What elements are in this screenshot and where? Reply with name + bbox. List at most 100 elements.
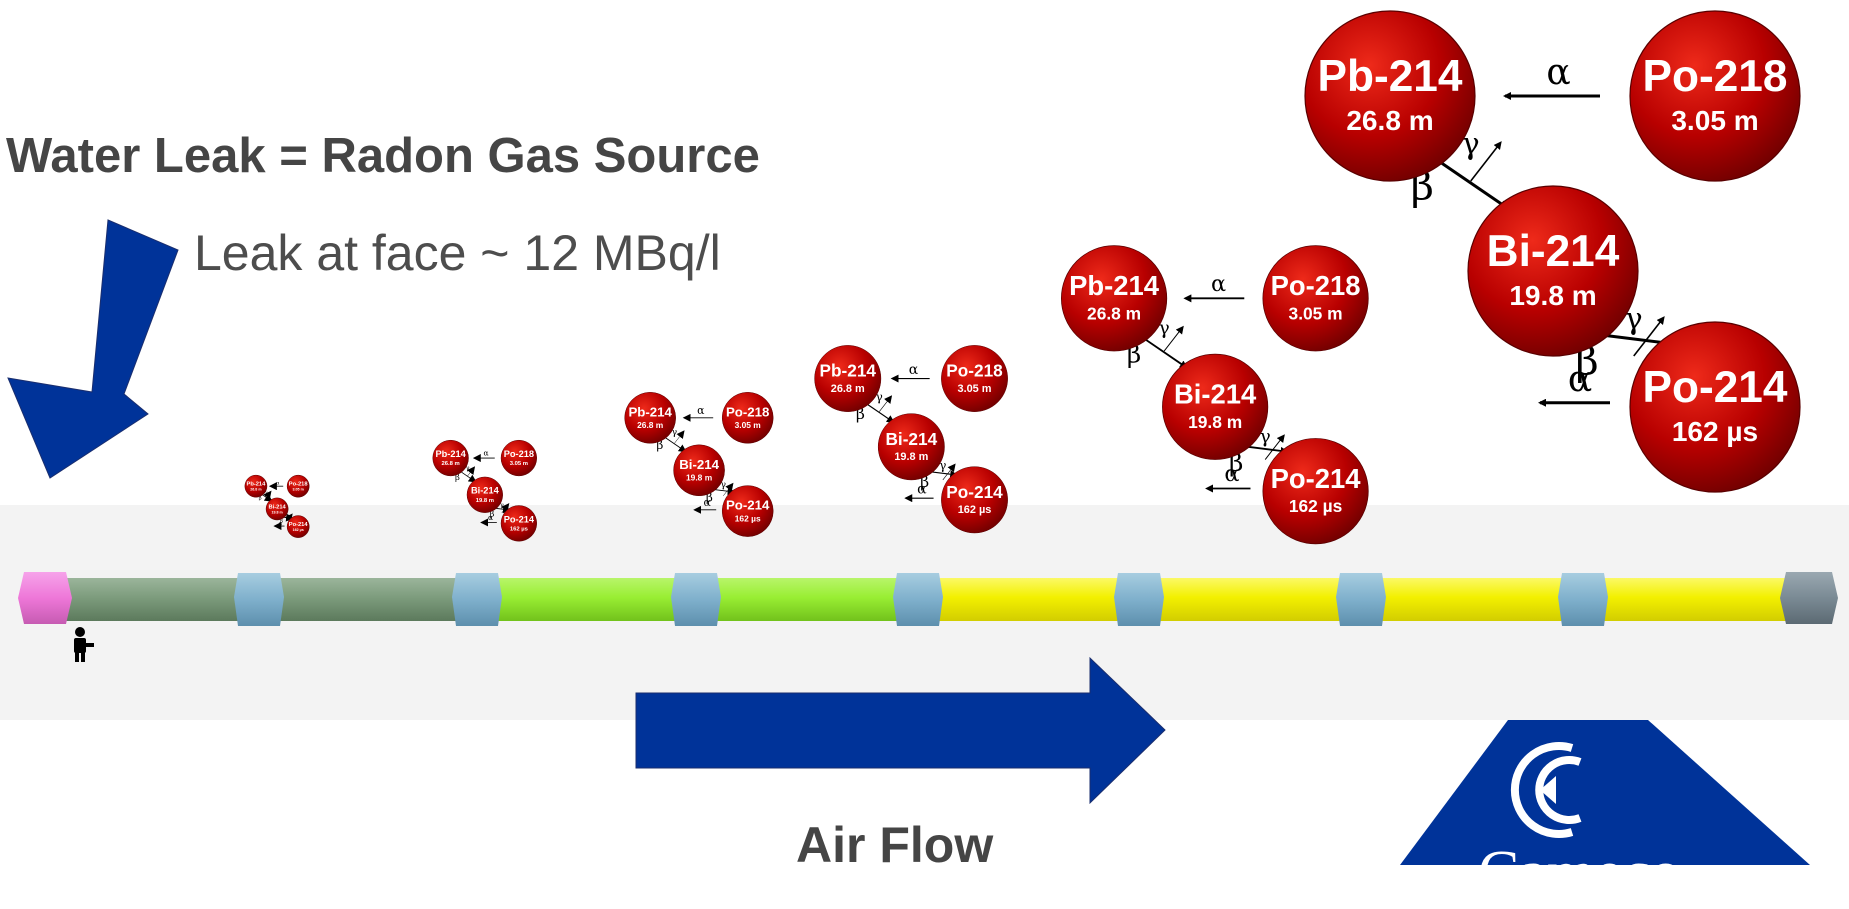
nuclide-halflife: 19.8 m bbox=[1188, 412, 1242, 432]
beta-symbol: β bbox=[656, 438, 663, 452]
alpha-symbol: α bbox=[909, 362, 919, 378]
gamma-symbol: γ bbox=[1159, 318, 1170, 339]
gamma-symbol: γ bbox=[286, 512, 289, 517]
nuclide-halflife: 26.8 m bbox=[1087, 303, 1141, 323]
nuclide-name: Po-218 bbox=[946, 361, 1003, 381]
beta-arrow bbox=[1244, 445, 1289, 455]
nuclide-name: Po-214 bbox=[1271, 463, 1362, 494]
pipe-joint bbox=[1336, 573, 1386, 626]
gamma-arrow bbox=[1633, 316, 1665, 357]
alpha-symbol: α bbox=[488, 513, 493, 522]
nuclide-halflife: 19.8 m bbox=[476, 498, 494, 504]
nuclide-name: Pb-214 bbox=[1069, 270, 1160, 301]
beta-arrow bbox=[663, 436, 687, 453]
alpha-symbol: α bbox=[917, 481, 927, 497]
pipe-segment bbox=[1380, 578, 1565, 621]
pipe-joint bbox=[234, 573, 284, 626]
nuclide-po-218: Po-218 3.05 m bbox=[1629, 10, 1801, 182]
nuclide-name: Po-214 bbox=[726, 498, 770, 513]
leak-concentration-label: Leak at face ~ 12 MBq/l bbox=[194, 225, 721, 281]
nuclide-pb-214: Pb-214 26.8 m bbox=[1304, 10, 1476, 182]
nuclide-halflife: 162 µs bbox=[510, 527, 529, 533]
pipe-segment bbox=[50, 578, 250, 621]
gamma-symbol: γ bbox=[876, 390, 883, 404]
beta-symbol: β bbox=[280, 518, 283, 524]
nuclide-bi-214: Bi-214 19.8 m bbox=[466, 476, 503, 513]
page-title: Water Leak = Radon Gas Source bbox=[6, 129, 760, 183]
nuclide-halflife: 3.05 m bbox=[1289, 303, 1343, 323]
nuclide-halflife: 3.05 m bbox=[1671, 105, 1758, 136]
gamma-arrow bbox=[263, 490, 272, 500]
gamma-arrow bbox=[284, 513, 293, 523]
nuclide-name: Pb-214 bbox=[1318, 52, 1463, 101]
gamma-arrow bbox=[723, 482, 734, 496]
gamma-symbol: γ bbox=[1462, 127, 1480, 162]
gamma-symbol: γ bbox=[939, 458, 946, 472]
nuclide-halflife: 19.8 m bbox=[271, 510, 282, 514]
nuclide-name: Po-214 bbox=[946, 482, 1003, 502]
gamma-symbol: γ bbox=[1625, 302, 1643, 337]
gamma-arrow bbox=[1470, 141, 1502, 182]
cameco-logo-text: Cameco bbox=[1478, 839, 1682, 907]
nuclide-halflife: 26.8 m bbox=[1346, 105, 1433, 136]
alpha-symbol: α bbox=[483, 449, 488, 458]
nuclide-name: Bi-214 bbox=[679, 457, 719, 472]
nuclide-name: Bi-214 bbox=[1174, 379, 1257, 410]
gamma-arrow bbox=[501, 503, 510, 513]
down-left-arrow-icon bbox=[7, 219, 179, 479]
nuclide-halflife: 26.8 m bbox=[831, 383, 865, 395]
pipe-joint bbox=[1558, 573, 1608, 626]
gamma-arrow bbox=[467, 466, 476, 477]
diagram-stage: Water Leak = Radon Gas Source Leak at fa… bbox=[0, 10, 1849, 873]
gamma-symbol: γ bbox=[500, 502, 504, 509]
nuclide-name: Bi-214 bbox=[471, 486, 500, 496]
nuclide-name: Pb-214 bbox=[820, 361, 877, 381]
pipe-joint bbox=[893, 573, 943, 626]
alpha-symbol: α bbox=[1546, 52, 1570, 93]
nuclide-name: Po-214 bbox=[1643, 363, 1788, 412]
nuclide-name: Po-214 bbox=[289, 522, 309, 528]
beta-arrow bbox=[865, 402, 895, 424]
nuclide-halflife: 162 µs bbox=[293, 528, 304, 532]
alpha-symbol: α bbox=[1211, 271, 1226, 297]
beta-symbol: β bbox=[706, 490, 713, 504]
gamma-arrow bbox=[1264, 434, 1285, 460]
gamma-arrow bbox=[879, 395, 893, 412]
beta-symbol: β bbox=[259, 496, 262, 502]
beta-symbol: β bbox=[455, 472, 460, 482]
gamma-arrow bbox=[942, 463, 956, 481]
gamma-symbol: γ bbox=[672, 428, 677, 438]
right-arrow-icon bbox=[635, 656, 1166, 805]
nuclide-name: Po-218 bbox=[1271, 270, 1361, 301]
gamma-symbol: γ bbox=[721, 481, 726, 491]
beta-arrow bbox=[1435, 158, 1508, 209]
nuclide-name: Pb-214 bbox=[435, 449, 466, 459]
nuclide-name: Po-214 bbox=[504, 514, 535, 524]
nuclide-halflife: 19.8 m bbox=[894, 451, 928, 463]
beta-arrow bbox=[713, 487, 736, 496]
alpha-symbol: α bbox=[276, 482, 280, 487]
nuclide-name: Pb-214 bbox=[247, 482, 267, 488]
nuclide-name: Po-218 bbox=[1643, 52, 1788, 101]
pipe-segment bbox=[715, 578, 900, 621]
gamma-arrow bbox=[1163, 325, 1184, 352]
nuclide-halflife: 3.05 m bbox=[510, 461, 528, 467]
